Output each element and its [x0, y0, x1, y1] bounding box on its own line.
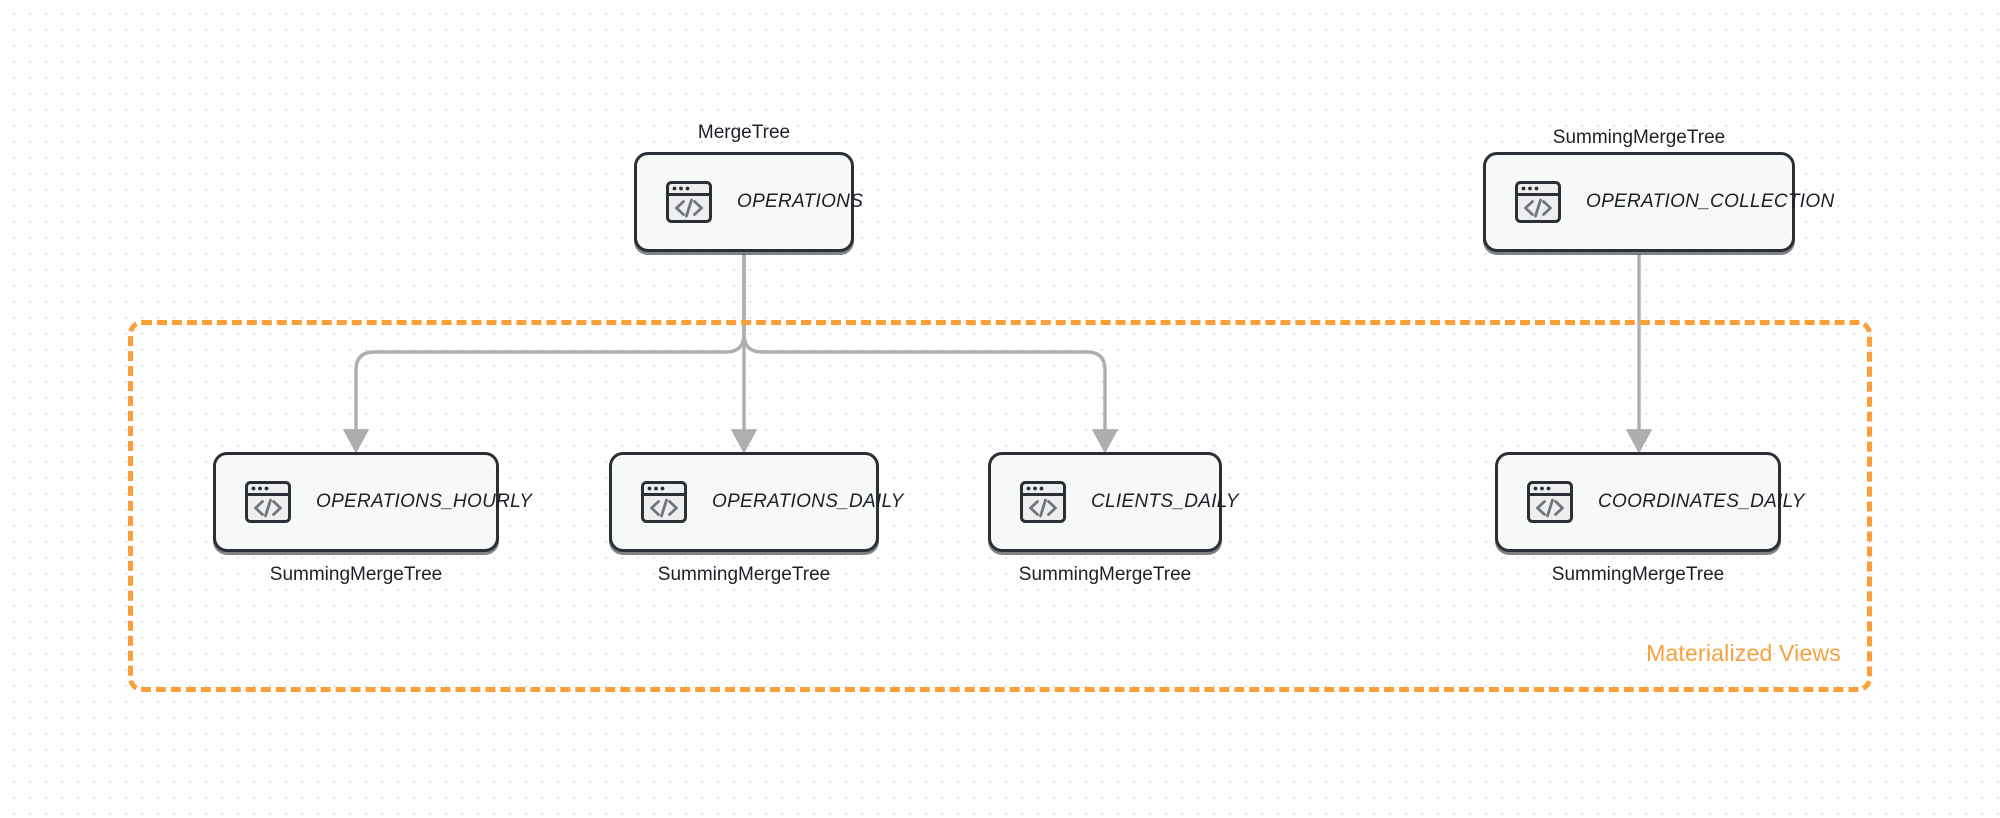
node-operation-collection[interactable]: OPERATION_COLLECTION [1483, 152, 1834, 252]
code-window-icon [663, 176, 715, 228]
node-coordinates-daily[interactable]: COORDINATES_DAILY [1495, 452, 1804, 552]
node-label-operations: OPERATIONS [737, 191, 864, 212]
materialized-views-group-label: Materialized Views [1646, 640, 1841, 666]
node-operations-daily[interactable]: OPERATIONS_DAILY [609, 452, 903, 552]
engine-caption-operations-hourly: SummingMergeTree [269, 564, 443, 585]
engine-caption-operation-collection: SummingMergeTree [1552, 127, 1726, 148]
engine-caption-coordinates-daily: SummingMergeTree [1551, 564, 1725, 585]
node-label-clients-daily: CLIENTS_DAILY [1091, 491, 1239, 512]
code-window-icon [242, 476, 294, 528]
code-window-icon [1512, 176, 1564, 228]
code-window-icon [1524, 476, 1576, 528]
engine-caption-operations: MergeTree [697, 122, 791, 143]
node-label-operations-daily: OPERATIONS_DAILY [712, 491, 904, 512]
node-operations-hourly[interactable]: OPERATIONS_HOURLY [213, 452, 532, 552]
engine-caption-clients-daily: SummingMergeTree [1018, 564, 1192, 585]
node-label-coordinates-daily: COORDINATES_DAILY [1598, 491, 1805, 512]
code-window-icon [1017, 476, 1069, 528]
node-label-operation-collection: OPERATION_COLLECTION [1586, 191, 1835, 212]
engine-caption-operations-daily: SummingMergeTree [657, 564, 831, 585]
node-label-operations-hourly: OPERATIONS_HOURLY [316, 491, 533, 512]
node-operations[interactable]: OPERATIONS [634, 152, 863, 252]
node-clients-daily[interactable]: CLIENTS_DAILY [988, 452, 1239, 552]
code-window-icon [638, 476, 690, 528]
materialized-views-group: Materialized Views [128, 320, 1872, 692]
